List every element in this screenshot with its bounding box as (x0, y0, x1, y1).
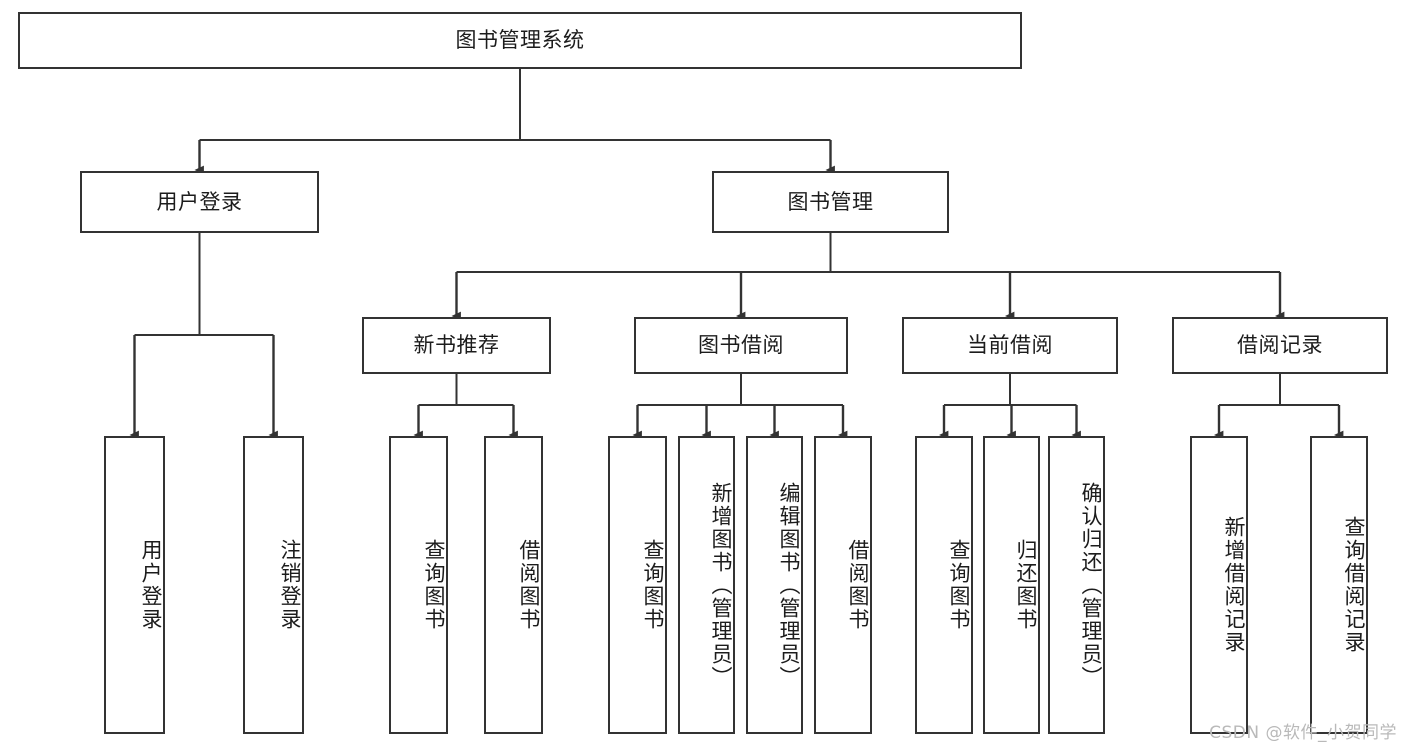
node-label: 用户登录 (139, 539, 163, 631)
node-label: 新增借阅记录 (1222, 516, 1246, 654)
node-bookmgmt[interactable]: 图书管理 (712, 171, 949, 233)
node-leaf-bo-add[interactable]: 新增图书（管理员） (678, 436, 735, 734)
node-leaf-user-login[interactable]: 用户登录 (104, 436, 165, 734)
node-label: 新书推荐 (413, 333, 500, 358)
node-label: 新增图书（管理员） (709, 481, 733, 689)
node-label: 归还图书 (1014, 539, 1038, 631)
node-leaf-bo-borrow[interactable]: 借阅图书 (814, 436, 872, 734)
connector-lines (129, 69, 1344, 440)
node-login[interactable]: 用户登录 (80, 171, 319, 233)
node-label: 用户登录 (156, 189, 243, 214)
node-label: 确认归还（管理员） (1079, 481, 1103, 689)
node-leaf-nb-borrow[interactable]: 借阅图书 (484, 436, 543, 734)
node-label: 查询图书 (947, 539, 971, 631)
node-label: 注销登录 (278, 539, 302, 631)
node-leaf-cu-confirm[interactable]: 确认归还（管理员） (1048, 436, 1105, 734)
node-records[interactable]: 借阅记录 (1172, 317, 1388, 374)
node-label: 图书管理 (787, 189, 874, 214)
node-label: 查询图书 (422, 539, 446, 631)
node-root[interactable]: 图书管理系统 (18, 12, 1022, 69)
node-label: 当前借阅 (967, 333, 1053, 358)
node-leaf-cu-return[interactable]: 归还图书 (983, 436, 1040, 734)
node-leaf-bo-query[interactable]: 查询图书 (608, 436, 667, 734)
node-newbook[interactable]: 新书推荐 (362, 317, 551, 374)
node-label: 图书管理系统 (455, 28, 585, 53)
node-leaf-rc-add[interactable]: 新增借阅记录 (1190, 436, 1248, 734)
node-label: 借阅图书 (846, 539, 870, 631)
node-label: 借阅图书 (517, 539, 541, 631)
node-leaf-rc-query[interactable]: 查询借阅记录 (1310, 436, 1368, 734)
node-label: 图书借阅 (698, 333, 784, 358)
node-current[interactable]: 当前借阅 (902, 317, 1118, 374)
node-label: 查询借阅记录 (1342, 516, 1366, 654)
node-label: 查询图书 (641, 539, 665, 631)
node-label: 编辑图书（管理员） (777, 481, 801, 689)
node-borrow[interactable]: 图书借阅 (634, 317, 848, 374)
node-leaf-cu-query[interactable]: 查询图书 (915, 436, 973, 734)
node-leaf-bo-edit[interactable]: 编辑图书（管理员） (746, 436, 803, 734)
node-leaf-nb-query[interactable]: 查询图书 (389, 436, 448, 734)
node-leaf-user-logout[interactable]: 注销登录 (243, 436, 304, 734)
node-label: 借阅记录 (1237, 333, 1323, 358)
